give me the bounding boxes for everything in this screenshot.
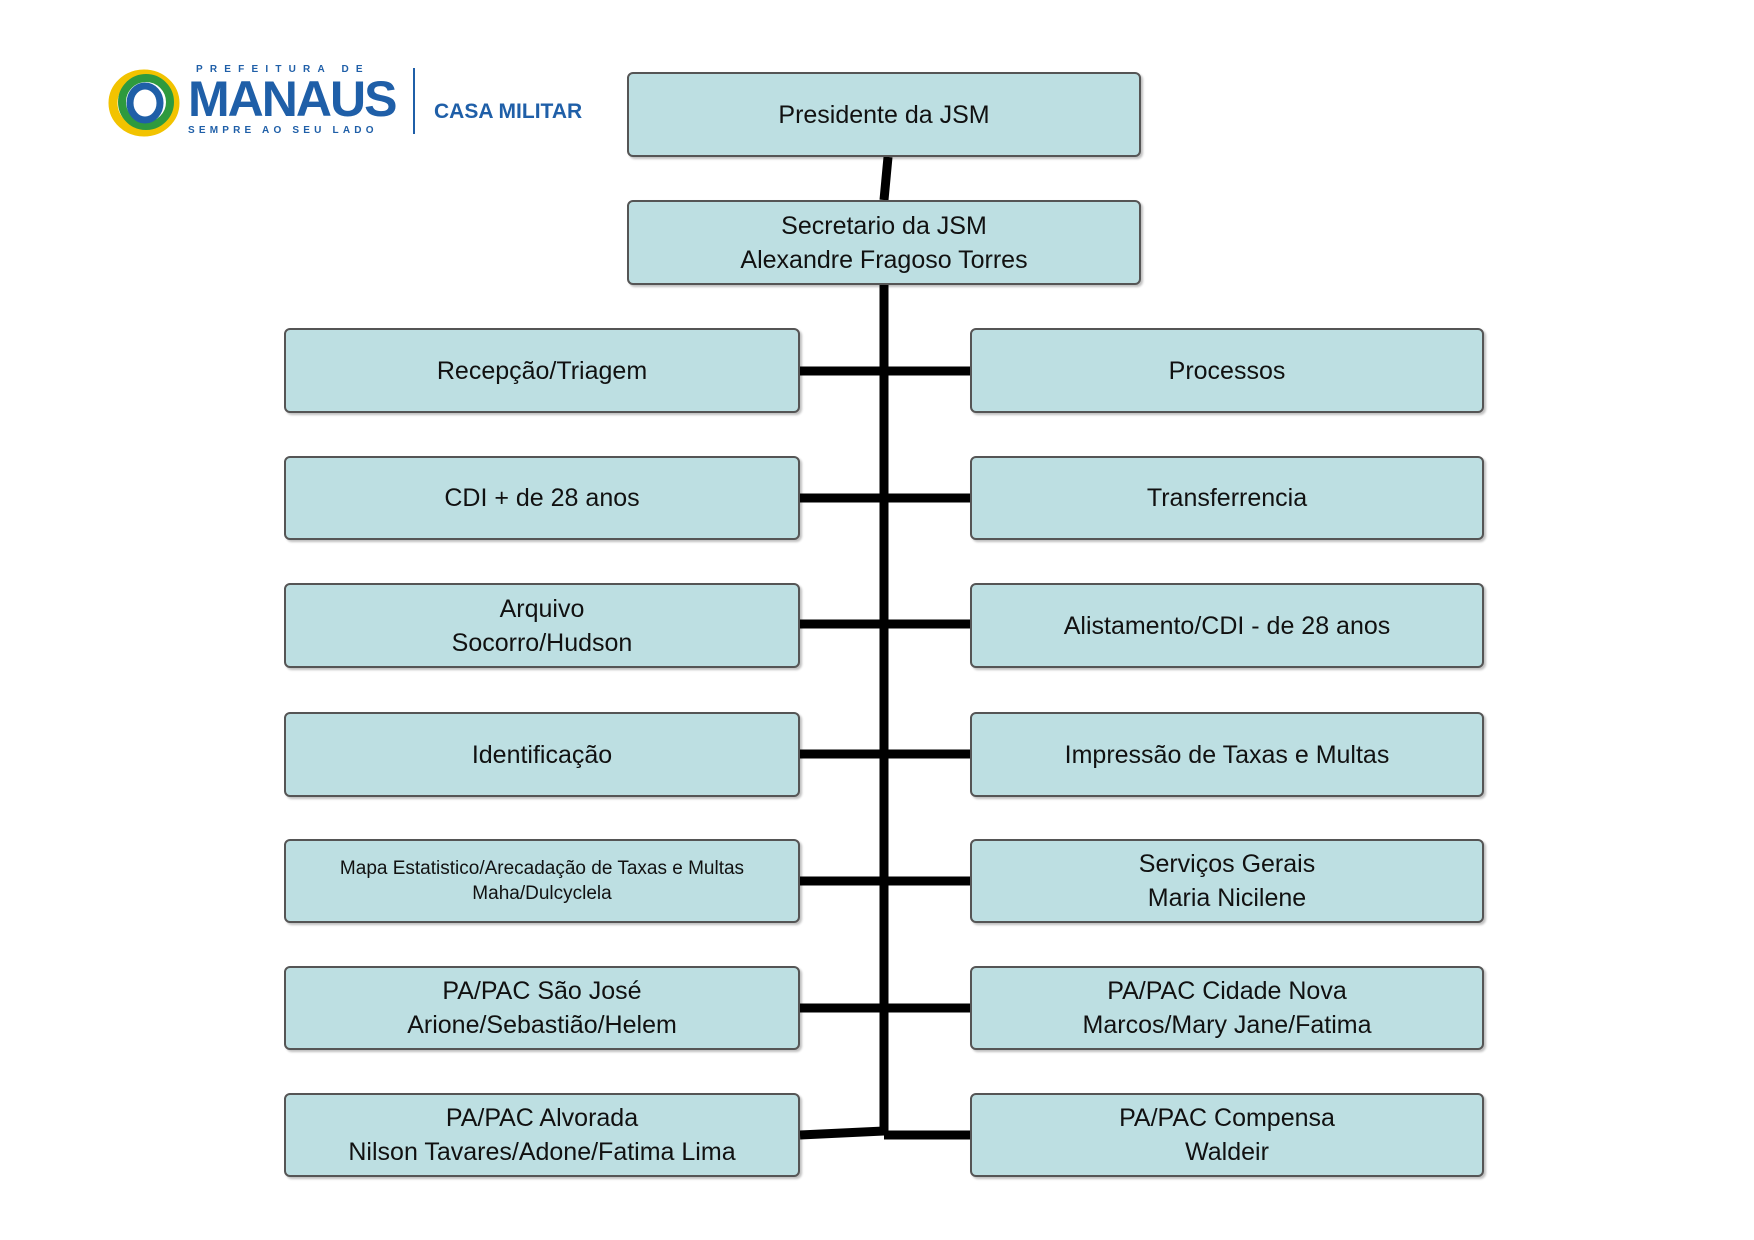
- right-box-processos: Processos: [970, 328, 1484, 413]
- right-box-compensa: PA/PAC Compensa Waldeir: [970, 1093, 1484, 1177]
- box-line-1: Impressão de Taxas e Multas: [1064, 740, 1390, 769]
- left-box-cdi: CDI + de 28 anos: [284, 456, 800, 540]
- left-box-sao-jose: PA/PAC São José Arione/Sebastião/Helem: [284, 966, 800, 1050]
- box-line-2: Arione/Sebastião/Helem: [407, 1011, 677, 1039]
- box-line-1: Serviços Gerais: [1138, 850, 1316, 878]
- left-box-mapa: Mapa Estatistico/Arecadação de Taxas e M…: [284, 839, 800, 923]
- box-line-1: Mapa Estatistico/Arecadação de Taxas e M…: [339, 858, 745, 879]
- box-line-1: CDI + de 28 anos: [444, 484, 640, 512]
- connector-president-secretary: [879, 156, 893, 201]
- box-line-1: Alistamento/CDI - de 28 anos: [1063, 611, 1391, 640]
- secretary-box: Secretario da JSM Alexandre Fragoso Torr…: [627, 200, 1141, 285]
- manaus-logo: PREFEITURA DE MANAUS SEMPRE AO SEU LADO …: [104, 64, 604, 144]
- box-line-2: Waldeir: [1185, 1138, 1269, 1166]
- box-line-1: Processos: [1168, 356, 1286, 385]
- box-line-2: Maria Nicilene: [1147, 884, 1307, 912]
- box-line-1: Identificação: [471, 740, 613, 769]
- right-box-transferencia: Transferrencia: [970, 456, 1484, 540]
- box-line-1: PA/PAC São José: [442, 977, 642, 1005]
- box-line-2: Socorro/Hudson: [451, 628, 633, 657]
- left-box-alvorada: PA/PAC Alvorada Nilson Tavares/Adone/Fat…: [284, 1093, 800, 1177]
- left-box-arquivo: Arquivo Socorro/Hudson: [284, 583, 800, 668]
- right-box-servicos-gerais: Serviços Gerais Maria Nicilene: [970, 839, 1484, 923]
- city-name: MANAUS: [188, 71, 397, 127]
- right-box-impressao: Impressão de Taxas e Multas: [970, 712, 1484, 797]
- manaus-ring-logo-icon: [108, 69, 180, 137]
- right-box-cidade-nova: PA/PAC Cidade Nova Marcos/Mary Jane/Fati…: [970, 966, 1484, 1050]
- box-line-1: Secretario da JSM: [781, 211, 987, 240]
- box-line-1: PA/PAC Compensa: [1119, 1104, 1335, 1132]
- box-line-1: Arquivo: [499, 594, 585, 623]
- prefeitura-label: PREFEITURA DE: [196, 64, 370, 75]
- president-box: Presidente da JSM: [627, 72, 1141, 157]
- box-line-1: PA/PAC Cidade Nova: [1107, 977, 1347, 1005]
- box-line-1: PA/PAC Alvorada: [445, 1104, 639, 1132]
- department-name: CASA MILITAR: [434, 100, 583, 123]
- box-line-2: Maha/Dulcyclela: [472, 883, 612, 904]
- box-line-2: Alexandre Fragoso Torres: [740, 245, 1028, 274]
- connector-row-7: [799, 1126, 885, 1140]
- box-line-2: Nilson Tavares/Adone/Fatima Lima: [348, 1138, 736, 1166]
- box-line-2: Marcos/Mary Jane/Fatima: [1082, 1011, 1372, 1039]
- left-box-recepcao: Recepção/Triagem: [284, 328, 800, 413]
- box-line-1: Transferrencia: [1146, 484, 1308, 512]
- left-box-identificacao: Identificação: [284, 712, 800, 797]
- box-line-1: Presidente da JSM: [778, 100, 990, 129]
- box-line-1: Recepção/Triagem: [436, 356, 648, 385]
- right-box-alistamento: Alistamento/CDI - de 28 anos: [970, 583, 1484, 668]
- slogan: SEMPRE AO SEU LADO: [188, 125, 378, 136]
- logo-divider: [413, 68, 415, 134]
